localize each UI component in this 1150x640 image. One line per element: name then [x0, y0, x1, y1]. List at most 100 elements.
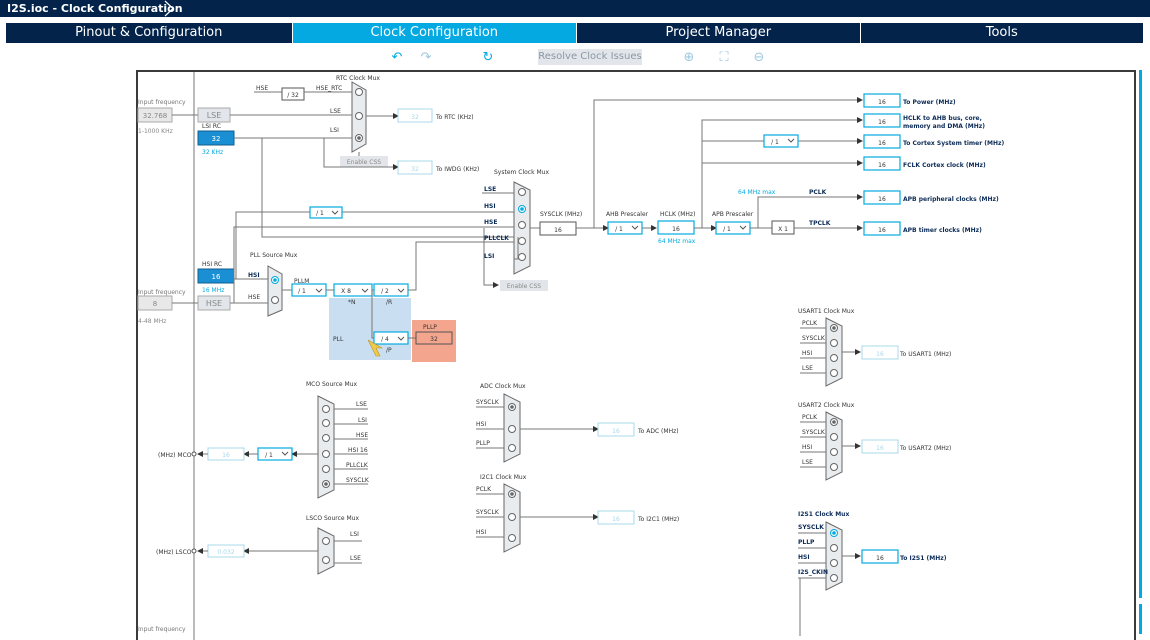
usart1-selected-dot: [832, 326, 836, 330]
usart1-option-sysclk[interactable]: [830, 339, 838, 347]
pllp-output-field[interactable]: [415, 331, 453, 345]
sysmux-lsi-wire: [514, 237, 519, 260]
mco-option-pllclk[interactable]: [322, 465, 330, 473]
lsco-option-lse[interactable]: [322, 556, 330, 564]
pll-area-label: PLL: [333, 336, 344, 343]
usart1-output-value: 16: [876, 351, 884, 358]
rtc-mux-option-hse[interactable]: [355, 88, 363, 96]
hsi-divider-select[interactable]: [309, 206, 343, 219]
sys-enable-css-button[interactable]: [500, 280, 548, 291]
i2s1-option-pllp[interactable]: [830, 544, 838, 552]
usart1-option-lse[interactable]: [830, 369, 838, 377]
pll-source-option-hse[interactable]: [271, 296, 279, 304]
lse-input-frequency-value: 32.768: [143, 112, 168, 120]
cortex-timer-output-field[interactable]: [863, 134, 901, 149]
tab-project-manager[interactable]: Project Manager: [577, 23, 860, 43]
redo-icon[interactable]: ↷: [420, 50, 432, 65]
mco-option-lse[interactable]: [322, 405, 330, 413]
resolve-clock-issues-button[interactable]: Resolve Clock Issues: [538, 49, 642, 65]
lse-source-label: LSE: [207, 111, 222, 120]
mco-hse-label: HSE: [356, 432, 368, 439]
usart1-option-hsi[interactable]: [830, 354, 838, 362]
i2c1-output-label: To I2C1 (MHz): [637, 516, 679, 523]
i2c1-option-hsi[interactable]: [508, 534, 516, 542]
tab-pinout-configuration[interactable]: Pinout & Configuration: [6, 23, 292, 43]
zoom-out-icon[interactable]: ⊖: [753, 50, 765, 65]
sysmux-lsi-label: LSI: [484, 253, 494, 260]
i2c1-mux-title: I2C1 Clock Mux: [480, 474, 527, 481]
cortex-timer-output-value: 16: [878, 140, 886, 147]
usart2-output-label: To USART2 (MHz): [899, 445, 951, 452]
adc-output-field[interactable]: [597, 422, 635, 437]
i2s1-mux-title: I2S1 Clock Mux: [798, 511, 849, 518]
apb-timer-output-field[interactable]: [863, 221, 901, 236]
ahb-prescaler-label: AHB Prescaler: [606, 211, 649, 218]
apb-peripheral-output-field[interactable]: [863, 190, 901, 205]
hclk-ahb-output-value: 16: [878, 119, 886, 126]
usart2-mux-title: USART2 Clock Mux: [798, 402, 855, 409]
rtc-hse-rtc-label: HSE_RTC: [316, 85, 342, 92]
power-output-field[interactable]: [863, 93, 901, 108]
hclk-ahb-output-field[interactable]: [863, 113, 901, 128]
i2s1-option-i2s-ckin[interactable]: [830, 574, 838, 582]
usart2-option-hsi[interactable]: [830, 448, 838, 456]
fit-screen-icon[interactable]: ⛶: [719, 50, 729, 65]
adc-option-pllp[interactable]: [508, 444, 516, 452]
zoom-in-icon[interactable]: ⊕: [683, 50, 695, 65]
lsco-lsi-label: LSI: [350, 531, 359, 538]
rtc-mux-option-lse[interactable]: [355, 112, 363, 120]
i2s1-pllp-label: PLLP: [798, 539, 815, 546]
hclk-label: HCLK (MHz): [660, 211, 695, 218]
i2s1-option-hsi[interactable]: [830, 559, 838, 567]
hclk-ahb-output-label-2: memory and DMA (MHz): [903, 123, 985, 130]
usart2-option-sysclk[interactable]: [830, 433, 838, 441]
refresh-icon[interactable]: ↻: [482, 50, 494, 65]
pllp-output-label: PLLP: [423, 324, 437, 331]
sysmux-option-hse[interactable]: [518, 221, 526, 229]
undo-icon[interactable]: ↶: [391, 50, 403, 65]
i2c1-output-field[interactable]: [597, 510, 635, 525]
mco-option-hsi16[interactable]: [322, 450, 330, 458]
i2s1-output-field[interactable]: [861, 549, 899, 564]
tab-clock-configuration[interactable]: Clock Configuration: [292, 23, 576, 43]
usart2-output-field[interactable]: [861, 439, 899, 454]
hse-source-label: HSE: [206, 299, 222, 308]
power-output-value: 16: [878, 99, 886, 106]
adc-option-hsi[interactable]: [508, 425, 516, 433]
pllp-divider-label: /P: [386, 347, 392, 354]
iwdg-out-field[interactable]: [397, 160, 433, 175]
usart1-output-field[interactable]: [861, 345, 899, 360]
power-wire: [593, 97, 863, 228]
pllr-label: /R: [386, 299, 392, 306]
sysmux-option-lsi[interactable]: [518, 253, 526, 261]
pll-hse-in-label: HSE: [248, 294, 260, 301]
i2c1-sysclk-label: SYSCLK: [476, 509, 500, 516]
rtc-enable-css-button[interactable]: [340, 156, 388, 167]
sysmux-option-pllclk[interactable]: [518, 237, 526, 245]
apb-timer-output-label: APB timer clocks (MHz): [903, 227, 982, 234]
mco-option-hse[interactable]: [322, 434, 330, 442]
apb-prescaler-label: APB Prescaler: [712, 211, 754, 218]
rtc-out-field[interactable]: [397, 108, 433, 123]
i2c1-option-sysclk[interactable]: [508, 513, 516, 521]
ahb-prescaler-select[interactable]: [607, 221, 643, 235]
tpclk-label: TPCLK: [809, 220, 831, 227]
usart2-output-value: 16: [876, 445, 884, 452]
fclk-output-field[interactable]: [863, 156, 901, 171]
cortex-divider-select[interactable]: [763, 134, 799, 148]
mco-mux-title: MCO Source Mux: [306, 381, 357, 388]
apb-prescaler-select[interactable]: [715, 221, 751, 235]
sysmux-option-lse[interactable]: [518, 188, 526, 196]
mco-divider-select[interactable]: [257, 447, 293, 461]
mco-option-lsi[interactable]: [322, 419, 330, 427]
iwdg-out-value: 32: [411, 166, 419, 173]
mco-selected-dot: [324, 482, 328, 486]
lsco-option-lsi[interactable]: [322, 537, 330, 545]
rtc-hse-divider[interactable]: [281, 87, 305, 101]
vertical-scrollbar-lower[interactable]: [1139, 604, 1142, 634]
tab-tools[interactable]: Tools: [860, 23, 1143, 43]
vertical-scrollbar[interactable]: [1139, 70, 1142, 598]
i2s1-clock-mux: [825, 521, 843, 591]
lsco-mux-title: LSCO Source Mux: [306, 515, 359, 522]
usart2-option-lse[interactable]: [830, 463, 838, 471]
